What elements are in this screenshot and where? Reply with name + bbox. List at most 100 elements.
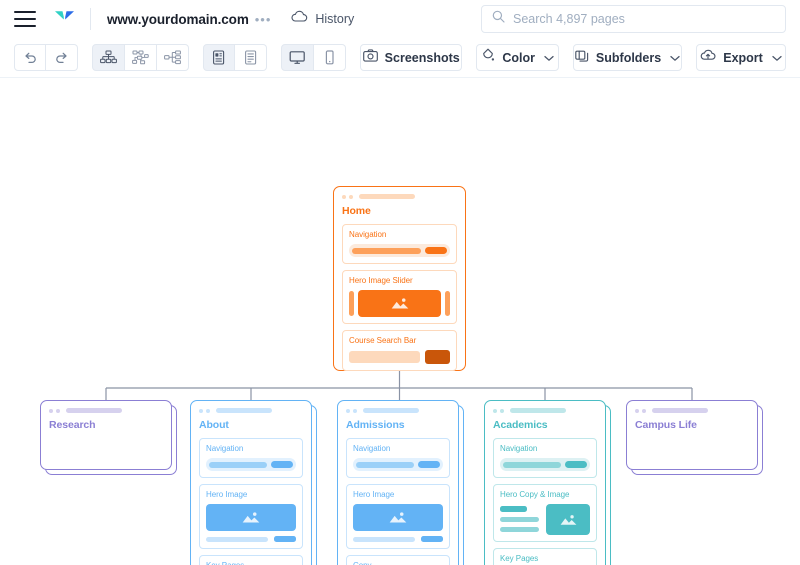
export-button[interactable]: Export	[696, 44, 786, 71]
device-mobile[interactable]	[314, 44, 346, 71]
card-browser-bar	[342, 194, 457, 199]
page-section[interactable]: Key Pages	[199, 555, 303, 565]
page-card[interactable]: Research	[40, 400, 172, 470]
hero-caption-row	[206, 536, 296, 542]
browser-dot	[500, 408, 504, 413]
page-section[interactable]: Hero Copy & Image	[493, 484, 597, 542]
cloud-upload-icon	[700, 49, 716, 67]
slider-arrow-left	[349, 291, 354, 316]
nav-links-bar	[503, 461, 561, 468]
copy-column	[500, 504, 539, 532]
camera-icon	[362, 48, 378, 67]
export-label: Export	[723, 50, 763, 65]
nav-links-bar	[209, 461, 267, 468]
browser-dot	[49, 408, 53, 413]
nav-cta-button	[271, 461, 293, 468]
page-title: Academics	[493, 419, 548, 431]
page-card[interactable]: About Navigation Hero Image Key Pages	[190, 400, 312, 565]
page-title: Research	[49, 419, 96, 431]
browser-dot	[353, 408, 357, 413]
chevron-down-icon	[772, 49, 782, 67]
subfolders-button[interactable]: Subfolders	[573, 44, 683, 71]
sitemap-node[interactable]: About Navigation Hero Image Key Pages	[190, 400, 317, 565]
search-field	[349, 351, 420, 363]
chevron-down-icon	[544, 49, 554, 67]
toolbar: Screenshots Color Subfolders	[0, 38, 800, 78]
section-title: Navigation	[500, 444, 538, 453]
hero-caption-row	[353, 536, 443, 542]
page-section[interactable]: Course Search Bar	[342, 330, 457, 371]
domain-more-icon[interactable]: •••	[254, 11, 272, 27]
color-button[interactable]: Color	[476, 44, 560, 71]
page-card[interactable]: Campus Life	[626, 400, 758, 470]
browser-dot	[56, 408, 60, 413]
nav-links-bar	[356, 461, 414, 468]
page-section[interactable]: Navigation	[493, 438, 597, 478]
color-label: Color	[502, 50, 536, 65]
page-section[interactable]: Navigation	[346, 438, 450, 478]
page-title: Admissions	[346, 419, 405, 431]
nav-preview	[500, 458, 590, 471]
hero-image	[358, 290, 441, 317]
browser-dot	[342, 194, 346, 199]
card-browser-bar	[493, 408, 597, 413]
page-section[interactable]: Hero Image	[199, 484, 303, 549]
nav-cta-button	[418, 461, 440, 468]
chevron-down-icon	[670, 49, 680, 67]
page-title: About	[199, 419, 229, 431]
headline-bar	[500, 506, 527, 512]
slickplan-logo-icon[interactable]	[52, 8, 76, 30]
browser-dot	[635, 408, 639, 413]
top-bar: www.yourdomain.com ••• History Search 4,…	[0, 0, 800, 38]
device-desktop[interactable]	[281, 44, 314, 71]
screenshots-button[interactable]: Screenshots	[360, 44, 463, 71]
section-title: Course Search Bar	[349, 336, 417, 345]
hero-slider-preview	[349, 290, 450, 317]
section-title: Navigation	[349, 230, 387, 239]
sitemap-node[interactable]: Academics Navigation Hero Copy & Image K…	[484, 400, 611, 565]
page-section[interactable]: Navigation	[342, 224, 457, 264]
sitemap-canvas[interactable]: Home Navigation Hero Image Slider Course…	[0, 78, 800, 565]
slider-arrow-right	[445, 291, 450, 316]
card-browser-bar	[49, 408, 163, 413]
domain-name[interactable]: www.yourdomain.com •••	[107, 11, 272, 27]
sitemap-node[interactable]: Admissions Navigation Hero Image Copy	[337, 400, 464, 565]
card-browser-bar	[635, 408, 749, 413]
search-bar-preview	[349, 350, 450, 364]
browser-dot	[346, 408, 350, 413]
page-section[interactable]: Navigation	[199, 438, 303, 478]
view-wireframe[interactable]	[203, 44, 235, 71]
page-card[interactable]: Academics Navigation Hero Copy & Image K…	[484, 400, 606, 565]
layout-tree-vertical[interactable]	[92, 44, 125, 71]
card-browser-bar	[346, 408, 450, 413]
nav-preview	[349, 244, 450, 257]
layout-tree-mixed[interactable]	[125, 44, 157, 71]
layout-group	[92, 44, 189, 71]
history-label: History	[315, 12, 355, 26]
browser-url-bar	[652, 408, 708, 413]
sitemap-node[interactable]: Research	[40, 400, 177, 475]
redo-button[interactable]	[46, 44, 78, 71]
page-section[interactable]: Key Pages	[493, 548, 597, 565]
sitemap-node[interactable]: Home Navigation Hero Image Slider Course…	[333, 186, 466, 371]
layout-tree-horizontal[interactable]	[157, 44, 189, 71]
view-text[interactable]	[235, 44, 267, 71]
search-input[interactable]: Search 4,897 pages	[481, 5, 786, 33]
section-title: Key Pages	[206, 561, 296, 565]
text-bar	[500, 527, 539, 532]
page-section[interactable]: Copy	[346, 555, 450, 565]
page-section[interactable]: Hero Image Slider	[342, 270, 457, 324]
section-title: Hero Image	[206, 490, 248, 499]
page-card[interactable]: Admissions Navigation Hero Image Copy	[337, 400, 459, 565]
browser-dot	[206, 408, 210, 413]
hamburger-icon[interactable]	[14, 11, 36, 27]
page-card[interactable]: Home Navigation Hero Image Slider Course…	[333, 186, 466, 371]
text-bar	[500, 517, 539, 522]
caption-button	[421, 536, 443, 542]
undo-button[interactable]	[14, 44, 46, 71]
hero-image	[206, 504, 296, 531]
history-button[interactable]: History	[291, 10, 354, 28]
page-section[interactable]: Hero Image	[346, 484, 450, 549]
sitemap-node[interactable]: Campus Life	[626, 400, 763, 475]
section-title: Copy	[353, 561, 443, 565]
